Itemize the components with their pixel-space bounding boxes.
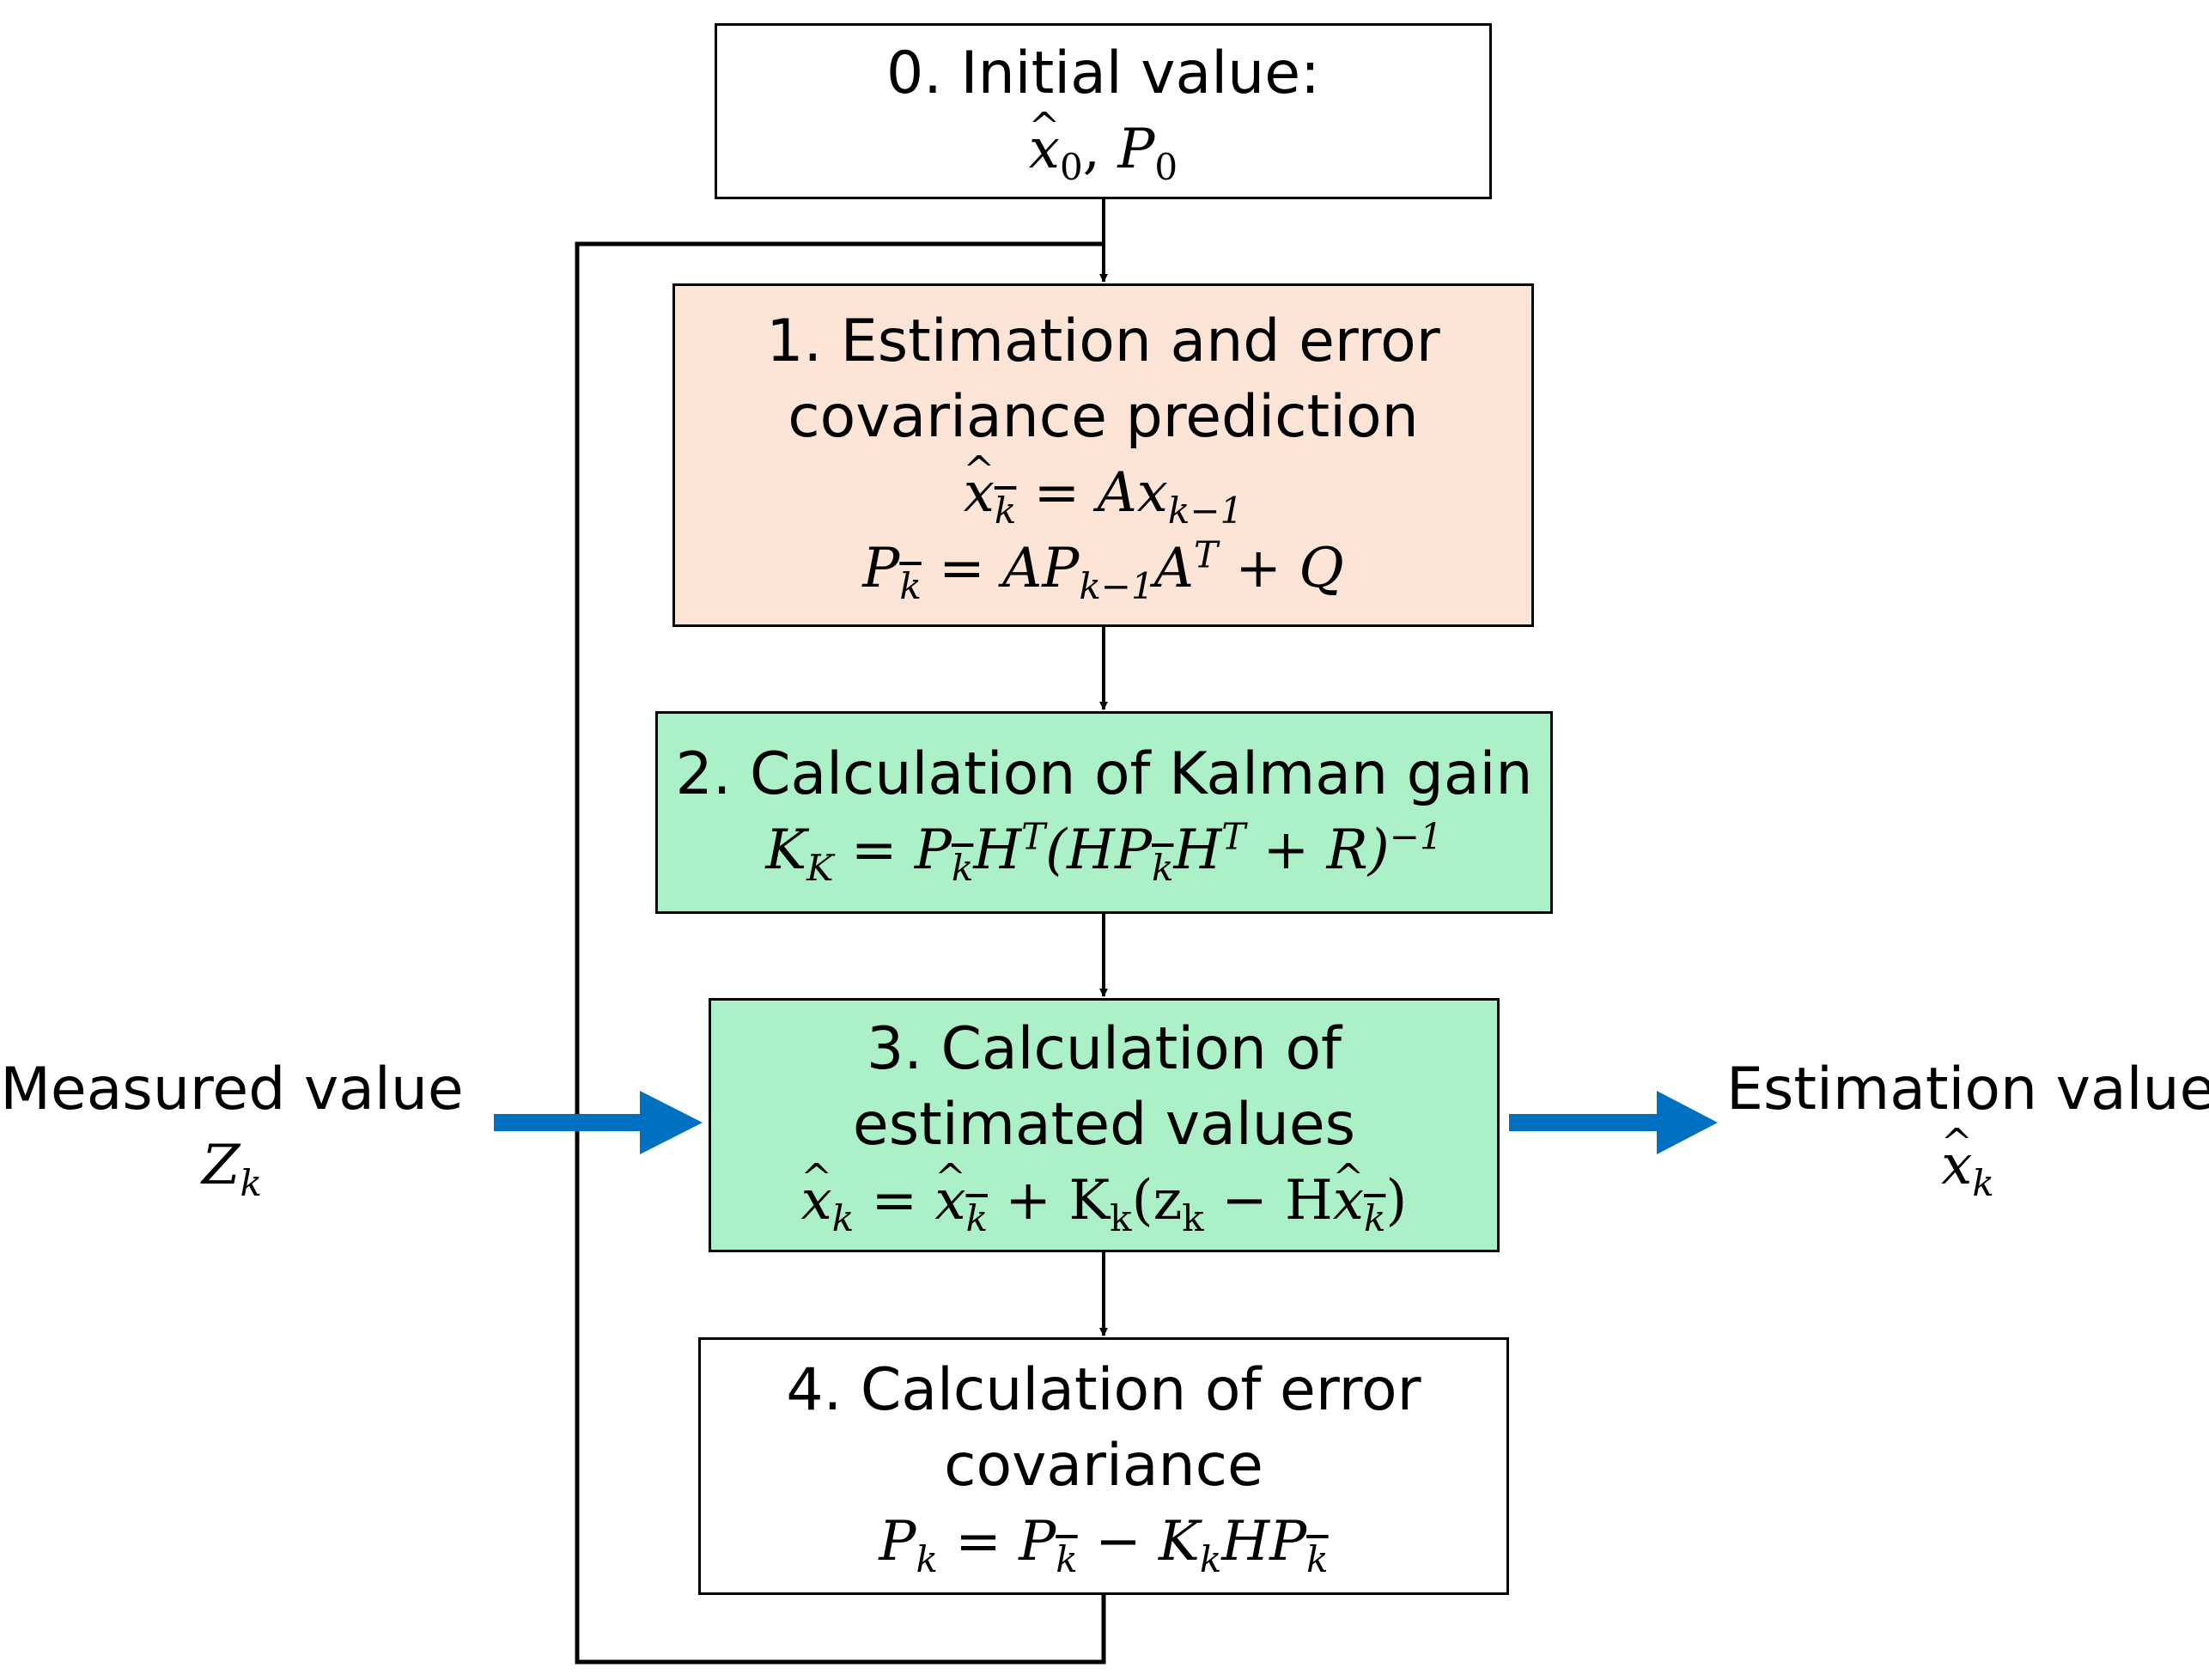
subscript-k-bar: k <box>899 564 922 607</box>
measured-input-arrow <box>494 1091 703 1154</box>
subscript-k-bar: k <box>994 489 1017 532</box>
superscript-t: T <box>1021 815 1046 858</box>
p-symbol: P <box>862 537 900 600</box>
initial-value-title: 0. Initial value: <box>886 39 1320 107</box>
superscript-t: T <box>1193 533 1218 576</box>
covariance-update-formula: Pk = Pk − KkHPk <box>879 1504 1328 1580</box>
measured-value-label: Measured value <box>0 1056 464 1123</box>
formula-text: + Q <box>1217 537 1344 600</box>
estimation-output-arrow <box>1509 1091 1718 1154</box>
h-symbol: H <box>973 819 1022 882</box>
estimation-value-output: Estimation value xk <box>1726 1052 2209 1203</box>
k-symbol: K <box>765 819 807 882</box>
kalman-gain-title: 2. Calculation of Kalman gain <box>675 740 1533 808</box>
superscript-t: T <box>1221 815 1246 858</box>
z-symbol: Z <box>202 1134 240 1197</box>
subscript-k-bar: k <box>951 846 974 889</box>
subscript-k: k <box>1110 1196 1132 1239</box>
subscript-k: k <box>831 1196 855 1239</box>
formula-text: = P <box>937 1510 1056 1573</box>
x-hat-symbol: x <box>964 455 995 531</box>
subscript-k: k <box>1182 1196 1204 1239</box>
subscript-k-bar: k <box>1306 1537 1329 1580</box>
formula-text: + K <box>988 1169 1111 1233</box>
superscript-inverse: −1 <box>1389 815 1443 858</box>
state-update-formula: xk = xk + Kk(zk − Hxk) <box>801 1163 1408 1239</box>
formula-text: (HP <box>1045 819 1153 882</box>
p-symbol: P <box>879 1510 916 1573</box>
x-hat-symbol: x <box>801 1163 832 1239</box>
subscript-k-bar: k <box>965 1196 989 1239</box>
formula-text: = AP <box>921 537 1080 600</box>
subscript-k: K <box>806 846 834 889</box>
formula-text: (z <box>1131 1169 1183 1233</box>
x-hat-symbol: x <box>934 1163 965 1239</box>
subscript-k: k <box>1972 1161 1994 1204</box>
initial-value-box: 0. Initial value: x0, P0 <box>715 23 1492 199</box>
p-symbol: P <box>1117 117 1155 181</box>
x-hat-symbol: x <box>1029 112 1060 187</box>
subscript-k: k <box>1199 1537 1222 1580</box>
subscript-k: k <box>240 1161 262 1204</box>
formula-text: ) <box>1385 1169 1408 1233</box>
subscript-k-bar: k <box>1152 846 1174 889</box>
covariance-prediction-formula: Pk = APk−1AT + Q <box>862 531 1344 606</box>
subscript-k-bar: k <box>1363 1196 1386 1239</box>
estimated-values-title-line1: 3. Calculation of <box>867 1015 1342 1083</box>
feedback-loop-line <box>575 241 1106 1665</box>
measured-value-input: Measured value Zk <box>0 1052 464 1203</box>
prediction-box: 1. Estimation and error covariance predi… <box>672 283 1534 627</box>
x-hat-symbol: x <box>1333 1163 1364 1239</box>
formula-text: = <box>854 1169 935 1233</box>
formula-text: = P <box>833 819 952 882</box>
prediction-title-line2: covariance prediction <box>788 383 1419 451</box>
formula-text: HP <box>1221 1510 1307 1573</box>
kalman-gain-box: 2. Calculation of Kalman gain KK = PkHT(… <box>655 711 1553 914</box>
formula-text: − K <box>1077 1510 1200 1573</box>
error-covariance-box: 4. Calculation of error covariance Pk = … <box>698 1337 1509 1595</box>
formula-text: − H <box>1203 1169 1333 1233</box>
estimated-values-box: 3. Calculation of estimated values xk = … <box>709 998 1500 1252</box>
kalman-gain-formula: KK = PkHT(HPkHT + R)−1 <box>765 813 1442 888</box>
subscript-k: k <box>916 1537 938 1580</box>
subscript-k-minus-1: k−1 <box>1079 564 1154 607</box>
subscript-k-minus-1: k−1 <box>1167 489 1244 532</box>
error-covariance-title-line1: 4. Calculation of error <box>786 1356 1421 1424</box>
h-symbol: H <box>1173 819 1222 882</box>
measured-value-symbol: Zk <box>0 1128 464 1203</box>
separator: , <box>1082 117 1118 181</box>
subscript-k-bar: k <box>1056 1537 1078 1580</box>
state-prediction-formula: xk = Axk−1 <box>964 455 1244 531</box>
estimation-value-symbol: xk <box>1726 1128 2209 1203</box>
subscript-0: 0 <box>1154 145 1178 188</box>
x-hat-symbol: x <box>1941 1128 1972 1203</box>
estimated-values-title-line2: estimated values <box>852 1091 1356 1159</box>
error-covariance-title-line2: covariance <box>944 1432 1263 1500</box>
formula-text: + R) <box>1245 819 1390 882</box>
prediction-title-line1: 1. Estimation and error <box>766 307 1440 375</box>
subscript-0: 0 <box>1059 145 1083 188</box>
formula-text: = Ax <box>1016 461 1168 525</box>
initial-value-formula: x0, P0 <box>1029 112 1178 187</box>
a-symbol: A <box>1153 537 1194 600</box>
